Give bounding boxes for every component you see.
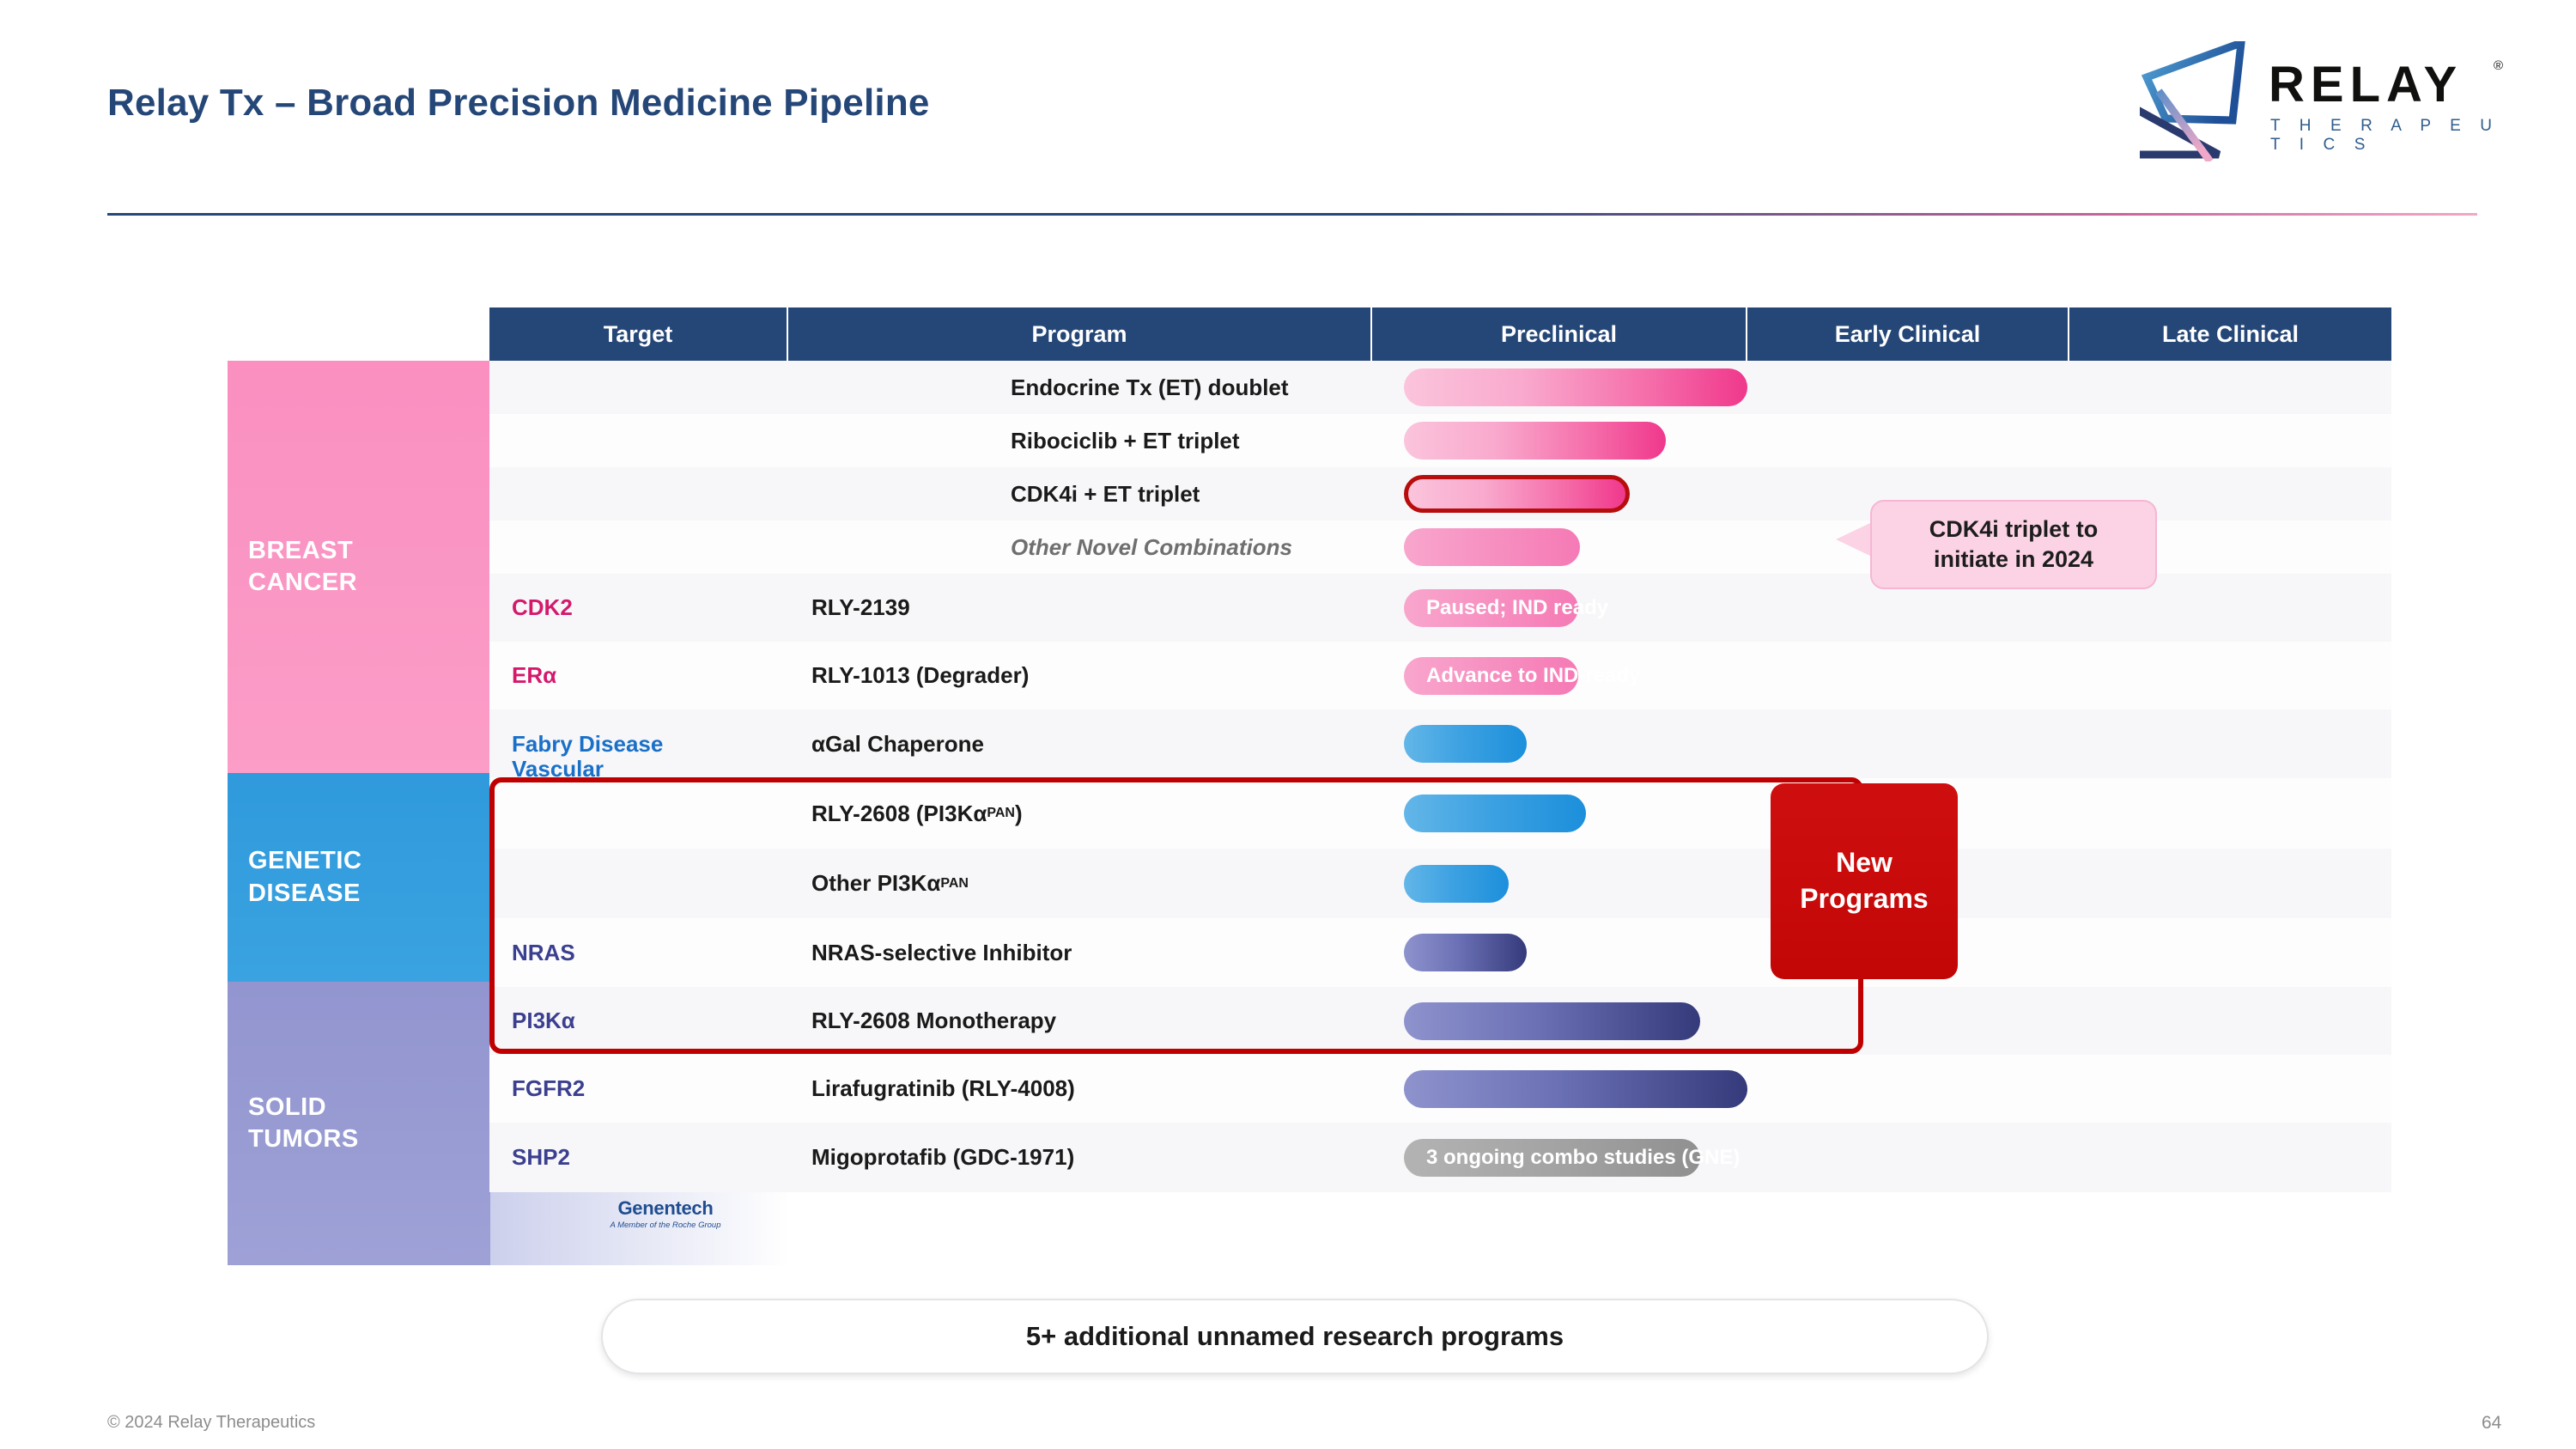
pipeline-table: Target Program Preclinical Early Clinica… [489,307,2391,1192]
program-agal-chaperone: αGal Chaperone [811,730,984,757]
progress-bar-lirafugratinib [1404,1069,1747,1108]
program-ribociclib-triplet: Ribociclib + ET triplet [1011,427,1240,454]
target-vascular-line1: Vascular [512,755,604,782]
logo-wordmark: RELAY [2269,57,2464,113]
section-label-breast-line2: CANCER [248,569,358,596]
bar-label-rly-2139: Paused; IND ready [1426,595,1609,619]
program-rly-2608-monotherapy: RLY-2608 Monotherapy [811,1008,1057,1033]
bar-label-migoprotafib: 3 ongoing combo studies (GNE) [1426,1145,1741,1169]
table-header-row: Target Program Preclinical Early Clinica… [489,307,2391,361]
new-programs-line1: New [1836,847,1893,879]
bar-track [1372,414,2391,467]
target-label-fgfr2: FGFR2 [512,1075,586,1101]
additional-programs-pill: 5+ additional unnamed research programs [601,1299,1989,1374]
relay-therapeutics-logo: RELAY ® T H E R A P E U T I C S [2140,41,2518,161]
program-cdk4i-triplet: CDK4i + ET triplet [1011,480,1200,507]
bar-label-rly-1013: Advance to IND-ready [1426,663,1641,687]
progress-bar-agal-chaperone [1404,725,1527,763]
copyright-text: © 2024 Relay Therapeutics [107,1413,316,1432]
table-row: PI3Kα RLY-2608 Monotherapy [489,987,2391,1055]
progress-bar-rly-2608-vascular [1404,795,1586,832]
column-header-target: Target [489,307,788,361]
section-label-solid-line1: SOLID [248,1093,327,1121]
program-et-doublet: Endocrine Tx (ET) doublet [1011,374,1289,400]
progress-bar-rly-1013: Advance to IND-ready [1404,656,1640,695]
progress-bar-cdk4i-triplet [1404,475,1630,513]
column-header-program: Program [788,307,1372,361]
table-row: FGFR2 Lirafugratinib (RLY-4008) [489,1055,2391,1123]
program-rly-2139: RLY-2139 [811,594,910,620]
bar-track [1372,521,2391,574]
callout-cdk4i-triplet: CDK4i triplet to initiate in 2024 [1870,500,2157,589]
program-rly-1013: RLY-1013 (Degrader) [811,662,1030,688]
progress-bar-ribociclib-triplet [1404,422,1666,460]
table-row: NRAS NRAS-selective Inhibitor [489,918,2391,987]
section-band-breast-cancer: BREAST CANCER [228,361,490,773]
callout-tail-icon [1836,522,1872,557]
bar-track [1372,1055,2391,1123]
program-nras-selective-inhibitor: NRAS-selective Inhibitor [811,939,1072,965]
section-band-solid-tumors: SOLID TUMORS [228,982,490,1265]
program-lirafugratinib: Lirafugratinib (RLY-4008) [811,1075,1075,1101]
section-band-genetic-disease: GENETIC DISEASE [228,773,490,982]
progress-bar-et-doublet [1404,368,1747,406]
progress-bar-rly-2139: Paused; IND ready [1404,588,1608,627]
target-label-cdk2: CDK2 [512,594,573,620]
progress-bar-other-pi3ka-pan [1404,864,1509,903]
bar-track [1372,467,2391,521]
target-label-nras: NRAS [512,939,575,965]
program-other-novel-combinations: Other Novel Combinations [1011,533,1292,560]
progress-bar-other-novel-combinations [1404,528,1580,566]
progress-bar-migoprotafib: 3 ongoing combo studies (GNE) [1404,1138,1740,1177]
new-programs-line2: Programs [1800,883,1929,914]
new-programs-badge: New Programs [1771,783,1958,979]
bar-track [1372,849,2391,918]
table-row: Fabry Disease αGal Chaperone [489,709,2391,778]
bar-track [1372,361,2391,414]
target-label-shp2: SHP2 [512,1144,570,1170]
bar-track: 3 ongoing combo studies (GNE) [1372,1123,2391,1192]
relay-logo-mark [2140,41,2245,161]
table-row: Endocrine Tx (ET) doublet [489,361,2391,414]
logo-tagline: T H E R A P E U T I C S [2270,117,2500,154]
column-header-early-clinical: Early Clinical [1747,307,2069,361]
bar-track: Advance to IND-ready [1372,642,2391,709]
column-header-preclinical: Preclinical [1372,307,1747,361]
genentech-logo: Genentech A Member of the Roche Group [601,1197,730,1231]
section-label-solid-line2: TUMORS [248,1125,359,1153]
section-label-genetic-line2: DISEASE [248,879,361,907]
program-migoprotafib: Migoprotafib (GDC-1971) [811,1144,1075,1170]
genentech-wordmark: Genentech [617,1197,714,1219]
bar-track [1372,987,2391,1055]
title-divider [107,213,2477,216]
bar-track: Paused; IND ready [1372,574,2391,642]
page-title: Relay Tx – Broad Precision Medicine Pipe… [107,82,930,124]
callout-line2: initiate in 2024 [1933,546,2094,572]
target-label-era: ERα [512,662,557,688]
section-label-breast-line1: BREAST [248,536,354,564]
bar-track [1372,778,2391,849]
new-programs-outline [489,777,1863,1054]
bar-track [1372,709,2391,778]
progress-bar-nras-selective-inhibitor [1404,934,1527,971]
progress-bar-rly-2608-monotherapy [1404,1002,1700,1040]
column-header-late-clinical: Late Clinical [2161,320,2300,347]
table-row: SHP2 Migoprotafib (GDC-1971) 3 ongoing c… [489,1123,2391,1192]
callout-line1: CDK4i triplet to [1929,516,2099,543]
table-row: CDK2 RLY-2139 Paused; IND ready [489,574,2391,642]
table-row: Ribociclib + ET triplet [489,414,2391,467]
page-number: 64 [2482,1413,2502,1433]
section-label-genetic-line1: GENETIC [248,847,362,875]
registered-trademark-icon: ® [2494,58,2504,73]
target-label-pi3ka-solid: PI3Kα [512,1008,575,1033]
table-row: ERα RLY-1013 (Degrader) Advance to IND-r… [489,642,2391,709]
genentech-tagline: A Member of the Roche Group [610,1221,721,1230]
bar-track [1372,918,2391,987]
target-label-fabry-disease: Fabry Disease [512,730,664,757]
